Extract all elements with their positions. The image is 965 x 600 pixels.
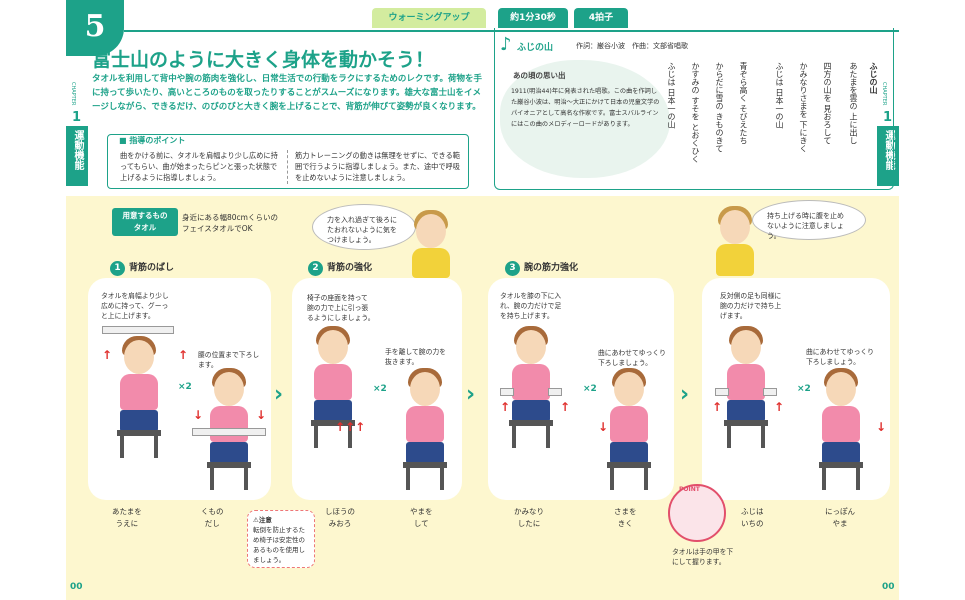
song-box [494,28,894,190]
intro-text: タオルを利用して背中や腕の筋肉を強化し、日常生活での行動をラクにするためのレクで… [92,74,482,112]
lyric-cue: かみなり したに [514,507,544,528]
step-3-text-a: タオルを膝の下に入 れ、腕の力だけで足 を持ち上げます。 [500,292,562,320]
tag-time: 約1分30秒 [498,8,568,28]
materials-text: 身近にある幅80cmくらいの フェイスタオルでOK [182,213,278,233]
point-label: POINT [679,486,700,493]
header-rule [124,30,899,32]
caution-note: ⚠注意 転倒を防止するため椅子は安定性のあるものを使用しましょう。 [247,510,315,568]
next-arrow-icon: › [274,382,284,407]
lyric-line: からだに雪の きものきて [715,62,724,153]
speech-bubble-left: 力を入れ過ぎて後ろに たおれないように気を つけましょう。 [312,204,416,250]
side-tab-left[interactable] [66,126,88,186]
step-2-text-b: 手を離して腕の力を 抜きます。 [385,348,446,366]
page-title: 富士山のように大きく身体を動かそう！ [92,49,435,71]
materials-label: 用意するもの タオル [112,208,178,236]
up-arrow-icon: ↑ [774,400,785,414]
guidance-divider [287,150,288,184]
page-number-left: 00 [70,582,83,592]
lyric-line: 四方の山を 見おろして [823,62,832,145]
lyric-cue: さまを きく [614,507,637,528]
point-illustration [668,484,726,542]
lyric-line: ふじは 日本一の山 [775,62,784,129]
lyric-line: あたまを雲の 上に出し [849,62,858,145]
lyric-cue: あたまを うえに [112,507,142,528]
lyric-cue: ふじは いちの [741,507,764,528]
step-1-text-a: タオルを肩幅より少し 広めに持って、グーっ と上に上げます。 [101,292,169,320]
down-arrow-icon: ↓ [876,420,887,434]
up-arrow-icon: ↑ [560,400,571,414]
music-note-icon: ♪ [500,34,512,55]
lyric-cue: しほうの みおろ [325,507,355,528]
memory-blob [500,60,670,178]
lyric-line: ふじは 日本一の山 [667,62,676,129]
tag-beat: 4拍子 [574,8,628,28]
song-credit: 作詞：巌谷小波 作曲：文部省唱歌 [576,42,688,50]
up-arrow-icon: ↑ [500,400,511,414]
step-4-text-a: 反対側の足も同様に 腕の力だけで持ち上 げます。 [720,292,782,320]
chapter-number-right: 1 [883,110,893,125]
repeat-count: ×2 [583,384,597,394]
repeat-count: ×2 [373,384,387,394]
lyric-cue: にっぽん やま [825,507,855,528]
lyric-cue: くもの だし [201,507,224,528]
chapter-label-right: CHAPTER [881,82,887,106]
lyric-cue: やまを して [410,507,433,528]
guidance-text-1: 曲をかける前に、タオルを肩幅より少し広めに持ってもらい、曲が始まったらピンと張っ… [120,151,278,182]
lyric-line: 青ぞら高く そびえたち [739,62,748,145]
caution-text: 転倒を防止するため椅子は安定性のあるものを使用しましょう。 [253,526,305,564]
next-arrow-icon: › [466,382,476,407]
next-arrow-icon: › [680,382,690,407]
guidance-box [107,134,469,189]
side-tab-label-right: 運動機能 [883,130,894,170]
repeat-count: ×2 [178,382,192,392]
memory-text: 1911(明治44)年に発表された唱歌。この曲を作詞した巌谷小波は、明治～大正に… [511,88,660,128]
up-arrow-icon: ↑↑↑ [335,420,366,434]
step-4-text-b: 曲にあわせてゆっくり 下ろしましょう。 [806,348,874,366]
down-arrow-icon: ↓ [256,408,267,422]
guidance-text-2: 筋力トレーニングの動きは無理をせずに、できる範囲で行うように指導しましょう。また… [295,151,460,182]
repeat-count: ×2 [797,384,811,394]
speech-bubble-right: 持ち上げる時に腹を止め ないように注意しましょう。 [752,200,866,240]
lyric-line: かすみの すそを とおくひく [691,62,700,164]
up-arrow-icon: ↑ [712,400,723,414]
song-title: ふじの山 [517,43,554,53]
step-2-text-a: 椅子の座面を持って 腕の力で上に引っ張 るようにしましょう。 [307,294,375,322]
side-tab-label-left: 運動機能 [72,130,83,170]
up-arrow-icon: ↑ [102,348,113,362]
caution-title: 注意 [258,516,272,524]
lesson-number-badge: 5 [66,0,124,56]
lyric-line: かみなりさまを 下にきく [799,62,808,153]
step-1-text-b: 腰の位置まで下ろし ます。 [198,351,260,369]
chapter-number-left: 1 [72,110,82,125]
footer-bar [66,576,899,600]
down-arrow-icon: ↓ [598,420,609,434]
down-arrow-icon: ↓ [193,408,204,422]
point-note: タオルは手の甲を下にして握ります。 [672,548,734,566]
page-number-right: 00 [882,582,895,592]
memory-title: あの頃の思い出 [513,71,566,80]
top-section [66,0,899,196]
up-arrow-icon: ↑ [178,348,189,362]
chapter-label-left: CHAPTER [70,82,76,106]
warning-icon: ⚠ [253,516,259,524]
guidance-title: ■ 指導のポイント [119,136,186,145]
step-3-text-b: 曲にあわせてゆっくり 下ろしましょう。 [598,349,666,367]
tag-category: ウォーミングアップ [372,8,486,28]
lyrics-title: ふじの山 [869,62,878,94]
